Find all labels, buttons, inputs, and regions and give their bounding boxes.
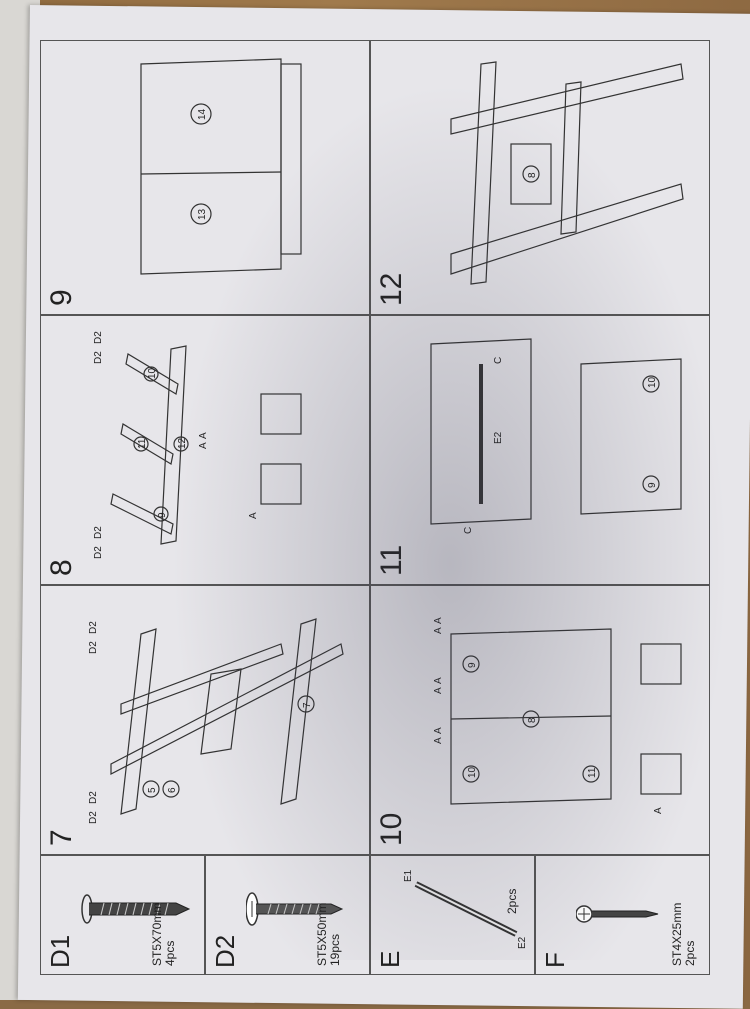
- step-7-part-7: 7: [302, 702, 313, 708]
- step-10: 10 10 8 9 11 A A A A A A A: [370, 585, 710, 855]
- step-10-callout-a: A: [653, 807, 664, 814]
- step-11-part-10: 10: [647, 376, 658, 388]
- step-8: 8 9 11 10 12 D2 D2 D2 D2 A A A: [40, 315, 370, 585]
- step-10-a-2: A: [433, 727, 444, 734]
- part-e-qty: 2pcs: [505, 888, 519, 914]
- step-10-part-11: 11: [587, 767, 598, 778]
- part-d1-spec: ST5X70mm 4pcs: [150, 903, 177, 966]
- step-7-d2-c: D2: [88, 641, 99, 654]
- step-9: 9 13 14: [40, 40, 370, 315]
- step-9-part-14: 14: [197, 108, 208, 120]
- step-8-d2-d: D2: [93, 331, 104, 344]
- step-10-a-3: A: [433, 627, 444, 634]
- screw-icon: [81, 894, 191, 924]
- step-12-diagram: 8: [450, 61, 684, 285]
- step-12: 12 8: [370, 40, 710, 315]
- step-11-c-2: C: [493, 357, 504, 364]
- step-8-a-b: A: [198, 432, 209, 439]
- step-10-part-8: 8: [527, 717, 538, 723]
- step-8-part-9: 9: [157, 512, 168, 518]
- step-11-c-1: C: [463, 527, 474, 534]
- step-11: 11 9 10 C C E2: [370, 315, 710, 585]
- step-8-d2-c: D2: [93, 351, 104, 364]
- step-11-number: 11: [375, 544, 408, 576]
- step-7-d2-d: D2: [88, 621, 99, 634]
- step-10-number: 10: [375, 812, 408, 846]
- bolt-icon: [246, 892, 344, 926]
- rail-e2-label: E2: [517, 936, 528, 949]
- step-8-d2-b: D2: [93, 526, 104, 539]
- step-7-d2-b: D2: [88, 791, 99, 804]
- step-7-number: 7: [45, 829, 78, 846]
- step-12-part-8: 8: [527, 172, 538, 178]
- step-9-diagram: 13 14: [140, 58, 302, 275]
- part-f-qty: 2pcs: [683, 940, 697, 966]
- step-9-number: 9: [45, 289, 78, 306]
- step-10-part-9: 10: [467, 766, 478, 778]
- step-8-part-10: 10: [147, 367, 158, 379]
- part-e-cell: E E1 E2 2pcs: [370, 855, 535, 975]
- part-d2-spec: ST5X50mm 19pcs: [315, 903, 342, 966]
- part-f-cell: F ST4X25mm 2pcs: [535, 855, 710, 975]
- step-7-d2-a: D2: [88, 811, 99, 824]
- step-11-part-9: 9: [647, 482, 658, 488]
- step-8-d2-a: D2: [93, 546, 104, 559]
- part-d1-cell: D1 ST5X70mm 4pcs: [40, 855, 205, 975]
- part-d2-qty: 19pcs: [328, 933, 342, 966]
- part-f-code: F: [540, 952, 570, 968]
- step-10-a-5: A: [433, 687, 444, 694]
- step-8-number: 8: [45, 559, 78, 576]
- rail-icon: E1 E2: [403, 869, 528, 949]
- step-10-part-10: 9: [467, 662, 478, 668]
- part-d1-code: D1: [45, 934, 75, 968]
- step-8-callout-a: A: [248, 512, 259, 519]
- small-screw-icon: [576, 905, 659, 923]
- step-8-part-11: 11: [137, 438, 148, 449]
- step-7-part-6: 6: [167, 787, 178, 793]
- part-f-spec: ST4X25mm 2pcs: [670, 903, 697, 966]
- step-11-diagram: 9 10 C C E2: [430, 338, 682, 534]
- step-10-a-6: A: [433, 677, 444, 684]
- step-8-diagram: 9 11 10 12 D2 D2 D2 D2 A A A: [93, 331, 302, 559]
- step-8-part-12: 12: [177, 437, 188, 449]
- step-9-part-13: 13: [197, 208, 208, 220]
- part-d1-qty: 4pcs: [163, 940, 177, 966]
- step-8-a-a: A: [198, 442, 209, 449]
- step-7: 7 5 6 7 D2 D2 D2 D2: [40, 585, 370, 855]
- step-11-e2: E2: [493, 431, 504, 444]
- step-12-number: 12: [375, 272, 408, 306]
- step-10-a-4: A: [433, 617, 444, 624]
- step-7-diagram: 5 6 7 D2 D2 D2 D2: [88, 618, 344, 824]
- part-d2-code: D2: [210, 934, 240, 968]
- instruction-page: D1 ST5X70mm 4pcs D2: [40, 40, 710, 975]
- step-7-part-5: 5: [147, 787, 158, 793]
- rail-e1-label: E1: [403, 869, 414, 882]
- step-10-a-1: A: [433, 737, 444, 744]
- part-d2-cell: D2 ST5X50mm 19pcs: [205, 855, 370, 975]
- step-10-diagram: 10 8 9 11 A A A A A A A: [433, 617, 682, 814]
